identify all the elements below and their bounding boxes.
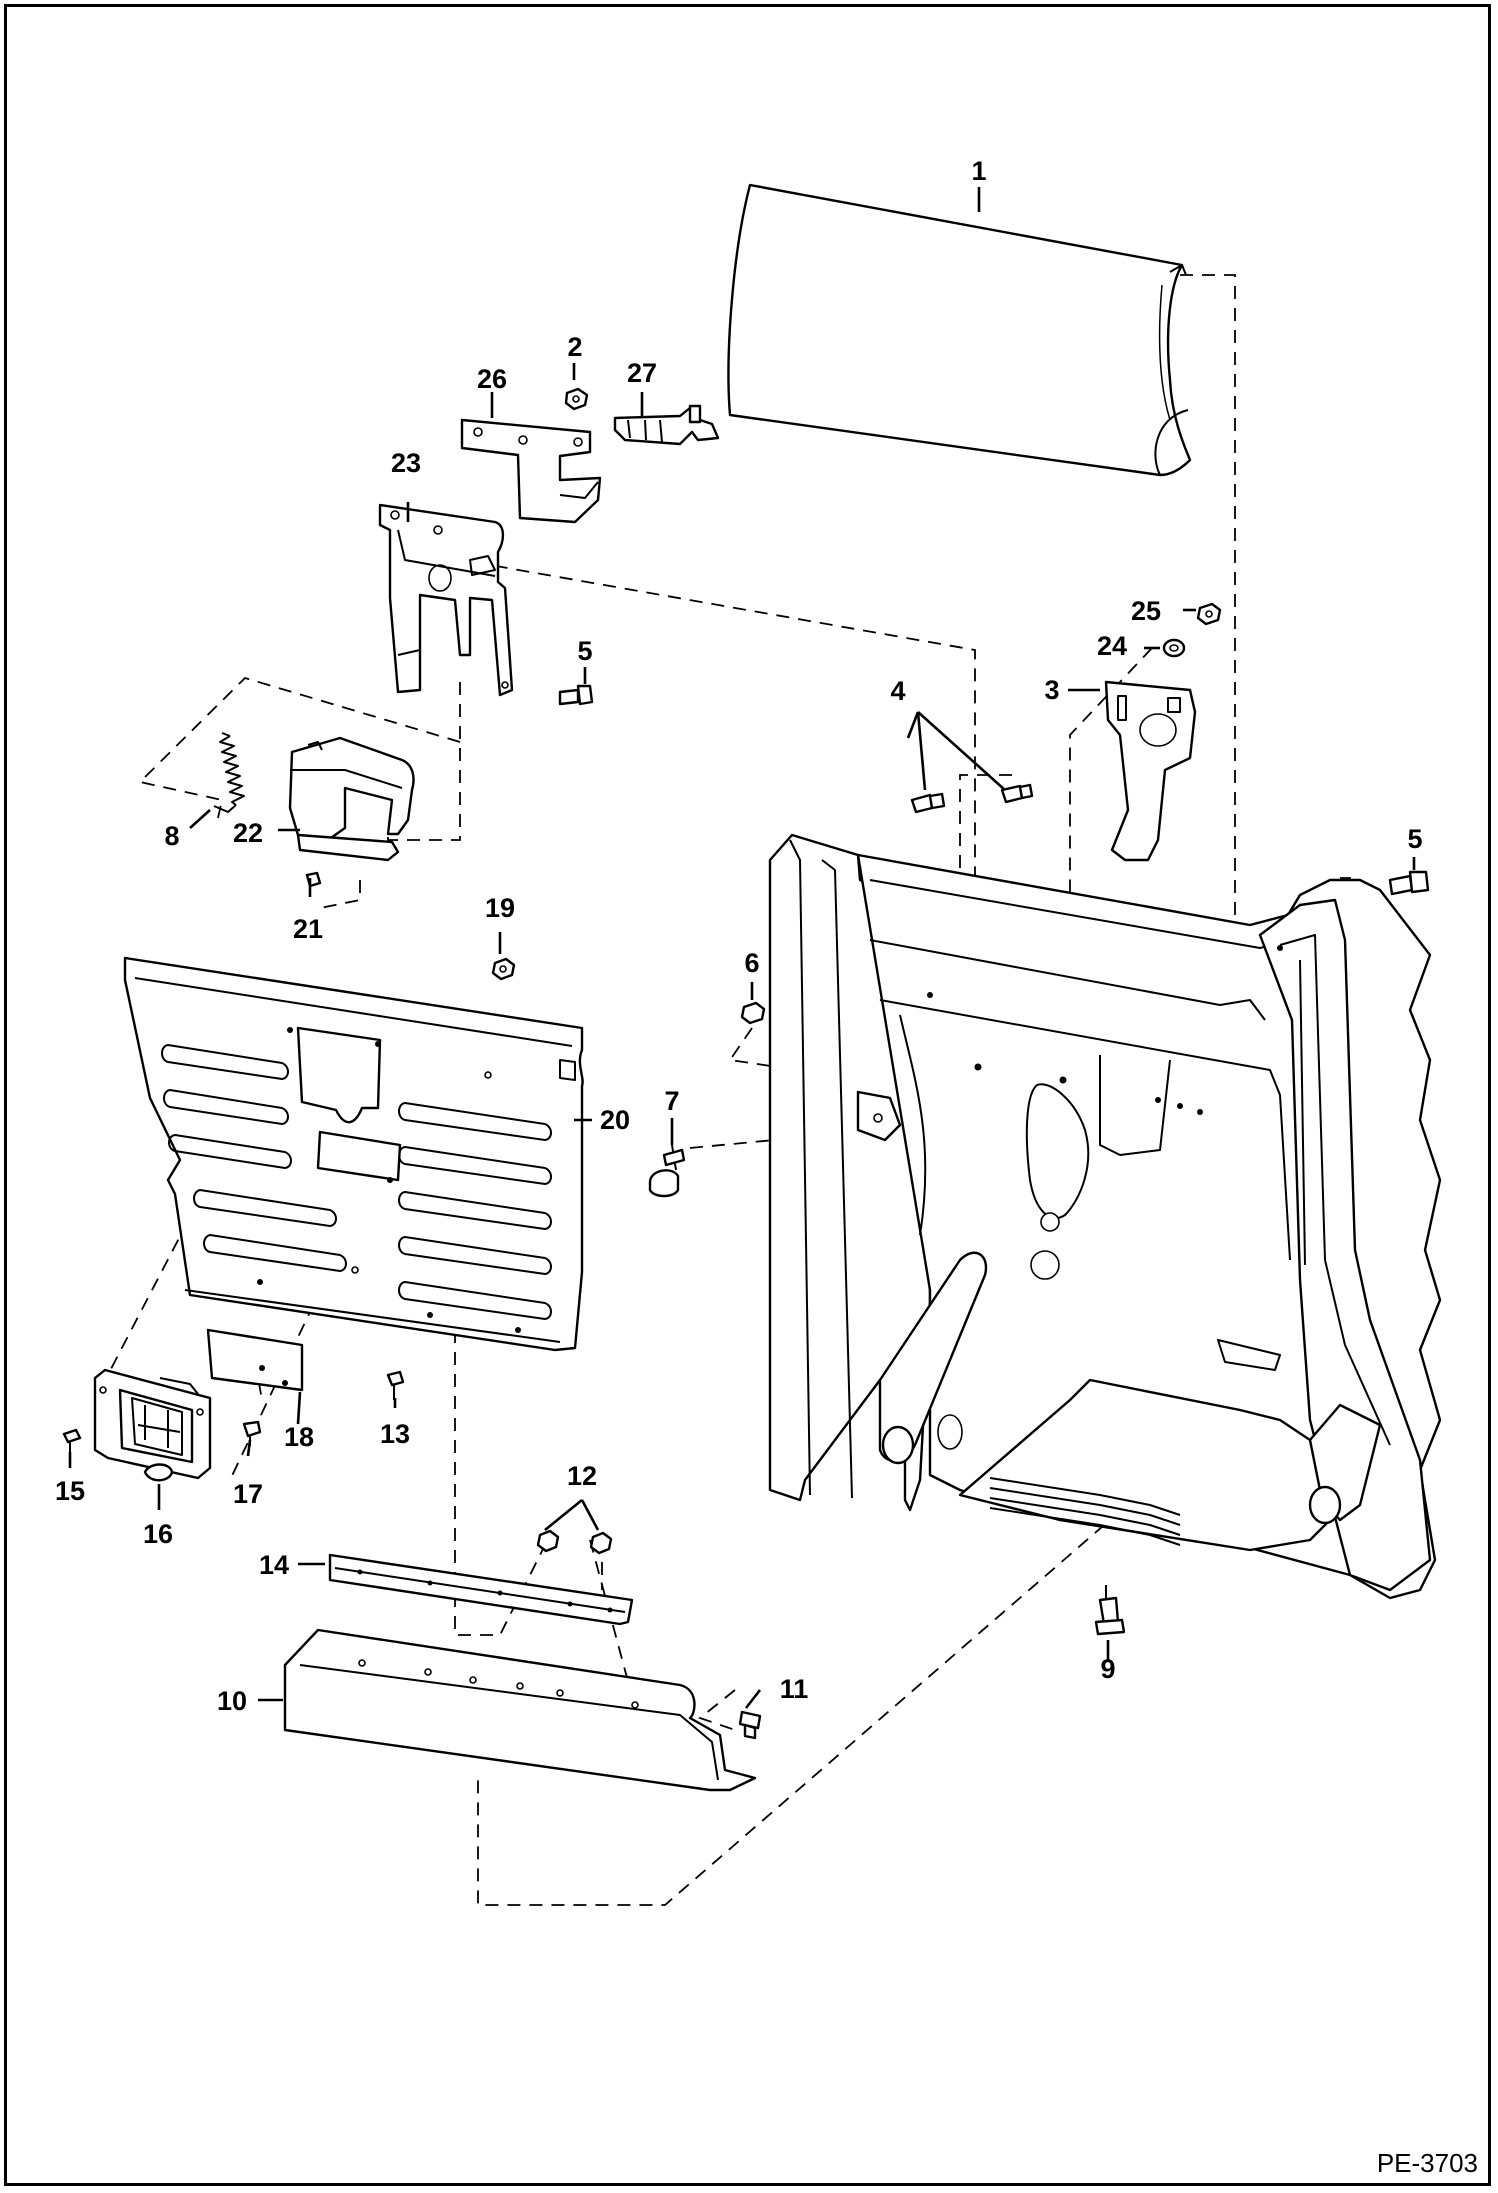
callout-4: 4 bbox=[890, 676, 905, 706]
callout-16: 16 bbox=[143, 1519, 173, 1549]
callout-14: 14 bbox=[259, 1550, 289, 1580]
callout-11: 11 bbox=[780, 1674, 809, 1704]
callout-20: 20 bbox=[600, 1105, 630, 1135]
nuts-12 bbox=[536, 1529, 613, 1555]
nut-6 bbox=[740, 1001, 766, 1025]
callout-1: 1 bbox=[971, 156, 986, 186]
spring-8 bbox=[213, 732, 245, 813]
screw-15 bbox=[62, 1428, 82, 1452]
callout-leaders bbox=[68, 187, 1416, 1709]
bracket-3 bbox=[1104, 680, 1197, 862]
nut-2 bbox=[564, 387, 589, 411]
callout-6: 6 bbox=[744, 948, 759, 978]
door-latch-16 bbox=[93, 1368, 212, 1482]
callout-15: 15 bbox=[55, 1476, 85, 1506]
callout-9: 9 bbox=[1100, 1654, 1115, 1684]
bolt-5-right bbox=[1388, 870, 1430, 896]
washer-24 bbox=[1162, 638, 1186, 658]
callout-13: 13 bbox=[380, 1419, 410, 1449]
callout-22: 22 bbox=[233, 818, 263, 848]
lower-bracket-10 bbox=[283, 1628, 757, 1792]
callout-18: 18 bbox=[284, 1422, 314, 1452]
bracket-23 bbox=[378, 503, 514, 697]
bolt-5-upper bbox=[558, 684, 594, 706]
callout-19: 19 bbox=[485, 893, 515, 923]
grille-panel-20 bbox=[123, 956, 584, 1352]
callout-3: 3 bbox=[1044, 675, 1059, 705]
callout-27: 27 bbox=[627, 358, 657, 388]
bolt-11 bbox=[738, 1710, 762, 1740]
callout-17: 17 bbox=[233, 1479, 263, 1509]
callout-8: 8 bbox=[164, 821, 179, 851]
screw-13 bbox=[386, 1370, 405, 1400]
page-border bbox=[4, 4, 1491, 2186]
callout-24: 24 bbox=[1097, 631, 1127, 661]
figure-reference-number: PE-3703 bbox=[1376, 2148, 1478, 2178]
nut-19 bbox=[491, 957, 516, 981]
callout-12: 12 bbox=[567, 1461, 597, 1491]
frame-tab bbox=[856, 1090, 902, 1142]
strip-14 bbox=[328, 1553, 634, 1626]
callout-26: 26 bbox=[477, 364, 507, 394]
callout-21: 21 bbox=[293, 914, 323, 944]
nut-25 bbox=[1196, 602, 1222, 626]
callout-7: 7 bbox=[664, 1086, 679, 1116]
plate-18 bbox=[206, 1328, 304, 1392]
bracket-26 bbox=[460, 418, 602, 524]
callout-10: 10 bbox=[217, 1686, 247, 1716]
callout-5-right: 5 bbox=[1407, 824, 1422, 854]
main-frame bbox=[768, 833, 1442, 1600]
cover-panel bbox=[727, 183, 1192, 477]
bolts-4 bbox=[910, 783, 1034, 814]
callout-2: 2 bbox=[567, 332, 582, 362]
bolt-9 bbox=[1094, 1585, 1126, 1636]
callout-23: 23 bbox=[391, 448, 421, 478]
bumper-7 bbox=[648, 1144, 686, 1198]
callout-5-upper: 5 bbox=[577, 636, 592, 666]
housing-22 bbox=[288, 736, 415, 862]
callout-25: 25 bbox=[1131, 596, 1161, 626]
latch-27 bbox=[613, 404, 720, 446]
callout-labels: 1 2 3 4 5 5 6 7 8 9 10 11 12 13 14 15 16… bbox=[55, 156, 1423, 1716]
screw-17 bbox=[242, 1420, 262, 1446]
